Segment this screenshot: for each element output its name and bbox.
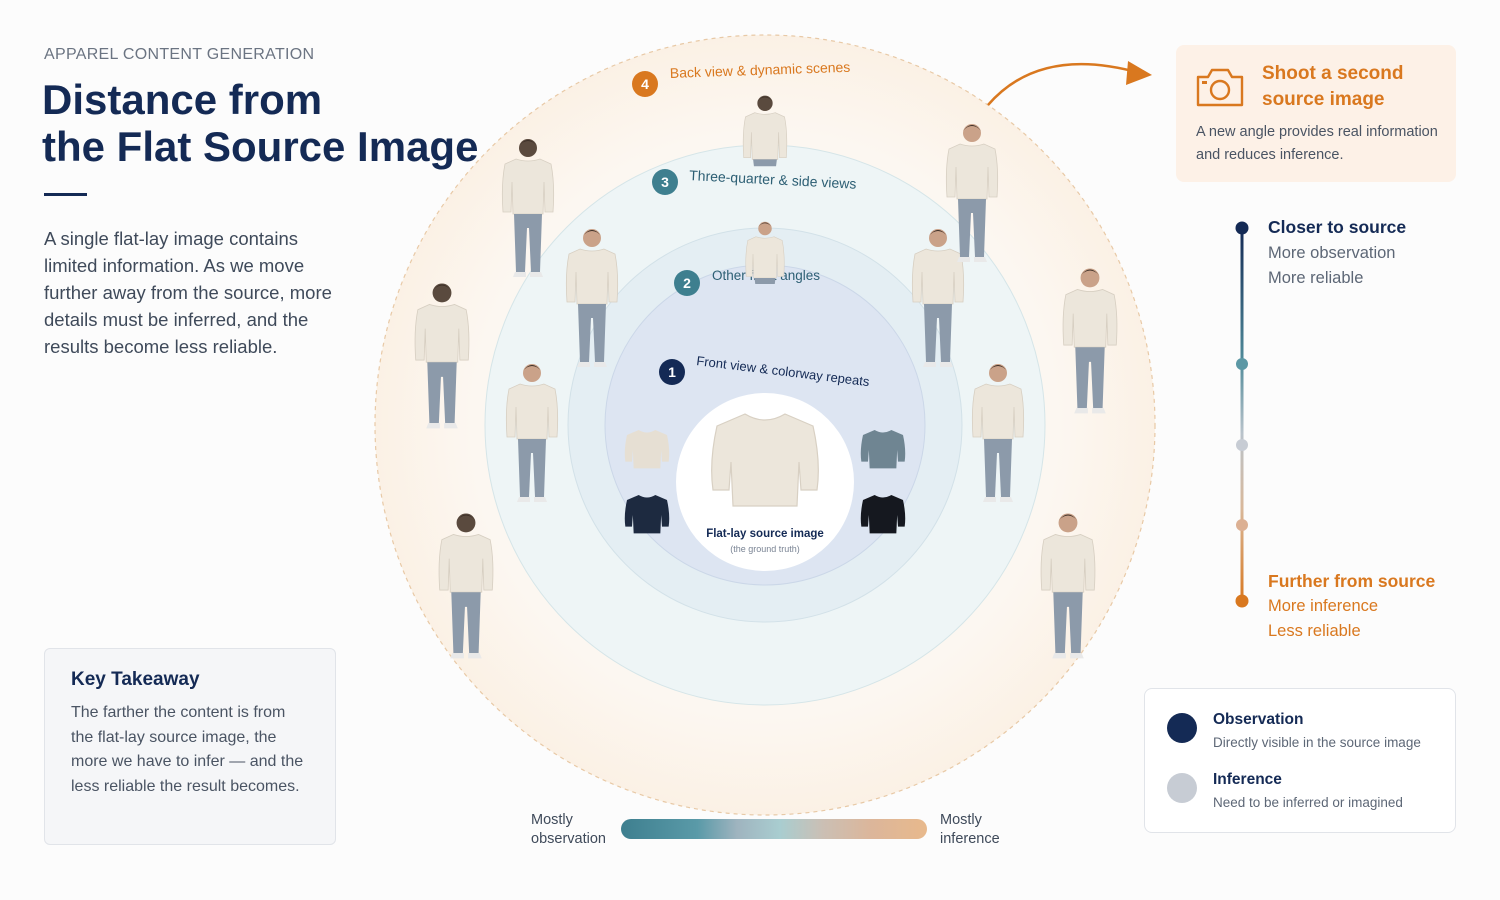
scale-dot-1 xyxy=(1235,221,1249,235)
model-back-upper-left xyxy=(501,139,555,277)
model-back-left xyxy=(414,283,470,429)
observation-inference-legend: Observation Directly visible in the sour… xyxy=(1144,688,1456,833)
distance-scale xyxy=(1235,221,1249,608)
observation-description: Directly visible in the source image xyxy=(1213,735,1421,750)
model-walking-right xyxy=(1040,513,1096,659)
eyebrow-label: APPAREL CONTENT GENERATION xyxy=(44,46,315,63)
observation-title: Observation xyxy=(1213,711,1304,728)
shoot-description: A new angle provides real information an… xyxy=(1196,124,1438,163)
ring-4-marker: 4 xyxy=(632,71,658,97)
scale-dot-4 xyxy=(1236,519,1248,531)
model-front-left xyxy=(505,364,559,502)
model-side-right xyxy=(971,364,1025,502)
ring-1-number: 1 xyxy=(668,364,676,380)
model-front-small xyxy=(745,221,785,284)
gradient-left-line-2: observation xyxy=(531,831,606,847)
shoot-second-image-card: Shoot a second source image A new angle … xyxy=(1176,45,1456,182)
intro-paragraph: A single flat-lay image contains limited… xyxy=(44,228,332,357)
ring-2-number: 2 xyxy=(683,275,691,291)
gradient-right-label: Mostly inference xyxy=(940,811,1030,849)
gradient-right-line-1: Mostly xyxy=(940,812,982,828)
gradient-left-line-1: Mostly xyxy=(531,812,573,828)
page-title-line-2: the Flat Source Image xyxy=(42,123,479,170)
closer-line-1: More observation xyxy=(1268,244,1396,262)
page-title: Distance from the Flat Source Image xyxy=(42,76,482,170)
camera-icon xyxy=(1196,68,1244,107)
ring-3-number: 3 xyxy=(661,174,669,190)
inference-dot xyxy=(1167,773,1197,803)
inference-title: Inference xyxy=(1213,771,1282,788)
ring-4-number: 4 xyxy=(641,76,649,92)
model-three-quarter-right xyxy=(911,229,965,367)
ring-4-label: Back view & dynamic scenes xyxy=(670,59,851,81)
scale-dot-2 xyxy=(1236,358,1248,370)
title-divider xyxy=(44,193,87,196)
distance-diagram: Flat-lay source image (the ground truth)… xyxy=(374,34,1156,816)
further-line-1: More inference xyxy=(1268,597,1379,615)
model-three-quarter-left xyxy=(565,229,619,367)
further-line-2: Less reliable xyxy=(1268,622,1361,640)
gradient-left-label: Mostly observation xyxy=(531,811,621,849)
observation-inference-gradient xyxy=(621,819,927,839)
scale-dot-5 xyxy=(1235,594,1249,608)
shoot-arrow xyxy=(987,61,1152,106)
model-walking-upper-right xyxy=(945,124,999,262)
gradient-right-line-2: inference xyxy=(940,831,1000,847)
further-title: Further from source xyxy=(1268,571,1436,591)
model-seated-right xyxy=(1062,268,1118,414)
key-takeaway-title: Key Takeaway xyxy=(71,669,200,690)
closer-title: Closer to source xyxy=(1268,217,1407,237)
model-back-top xyxy=(742,95,788,167)
ring-3-marker: 3 xyxy=(652,169,678,195)
key-takeaway-body: The farther the content is from the flat… xyxy=(71,704,304,795)
model-walking-left xyxy=(438,513,494,659)
scale-dot-3 xyxy=(1236,439,1248,451)
page-title-line-1: Distance from xyxy=(42,76,323,123)
center-sublabel: (the ground truth) xyxy=(730,544,800,554)
ring-1-marker: 1 xyxy=(659,359,685,385)
ring-2-marker: 2 xyxy=(674,270,700,296)
center-label: Flat-lay source image xyxy=(706,528,824,540)
closer-line-2: More reliable xyxy=(1268,269,1364,287)
shoot-title: Shoot a second source image xyxy=(1262,63,1404,110)
inference-description: Need to be inferred or imagined xyxy=(1213,795,1403,810)
observation-dot xyxy=(1167,713,1197,743)
key-takeaway-card: Key Takeaway The farther the content is … xyxy=(44,648,336,845)
